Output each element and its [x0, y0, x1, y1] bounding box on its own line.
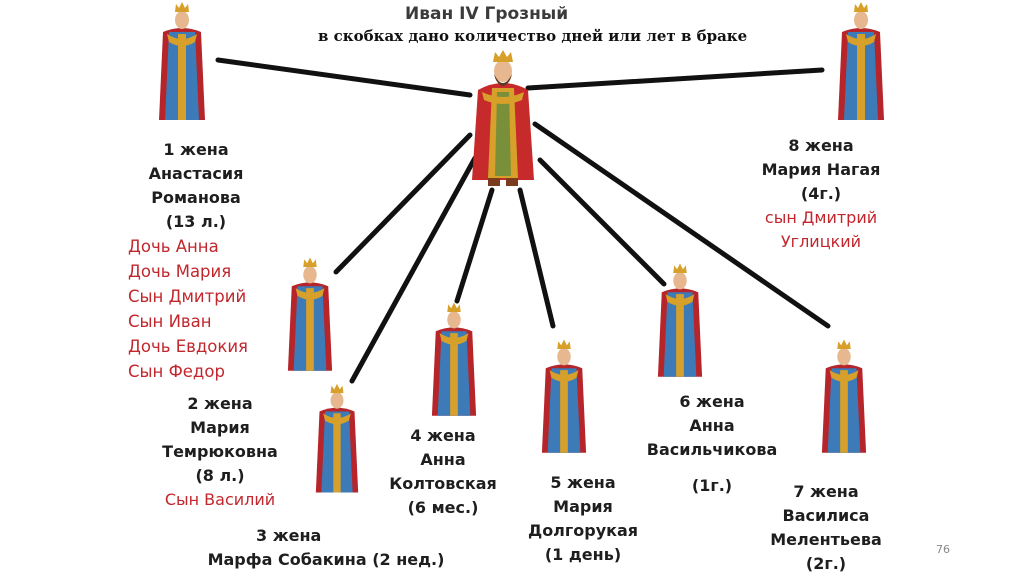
wife-8-label: 8 жена Мария Нагая (4г.) сын Дмитрий Угл… — [746, 134, 896, 254]
connector-wife-8 — [525, 67, 825, 91]
wife-1-line-1: 1 жена — [163, 140, 229, 159]
wife-4-line-4: (6 мес.) — [407, 498, 479, 517]
connector-wife-3 — [349, 155, 478, 384]
connector-wife-2 — [333, 132, 473, 275]
wife-5-figure — [541, 339, 587, 453]
child-item: Дочь Мария — [128, 262, 232, 281]
connector-wife-1 — [215, 57, 473, 98]
tsar-ivan-figure — [472, 50, 534, 186]
wife-4-figure — [431, 302, 477, 416]
wife-3-label: 3 жена Марфа Собакина (2 нед.) — [186, 524, 466, 572]
wife-8-line-2: Мария Нагая — [761, 160, 881, 179]
wife-1-figure — [159, 2, 205, 120]
wife-4-line-2: Анна — [420, 450, 466, 469]
wife-7-line-4: (2г.) — [805, 554, 847, 573]
wife-6-line-1: 6 жена — [679, 392, 745, 411]
wife-6-line-3: Васильчикова — [646, 440, 778, 459]
wife-3-line-2: Марфа Собакина (2 нед.) — [207, 550, 445, 569]
wife-1-children: Дочь Анна Дочь Мария Сын Дмитрий Сын Ива… — [128, 234, 248, 384]
child-item: Дочь Евдокия — [128, 337, 248, 356]
wife-2-label: 2 жена Мария Темрюковна (8 л.) Сын Васил… — [150, 392, 290, 512]
wife-2-child: Сын Василий — [164, 490, 276, 509]
wife-7-label: 7 жена Василиса Мелентьева (2г.) — [756, 480, 896, 576]
child-item: Дочь Анна — [128, 237, 219, 256]
wife-6-figure — [657, 263, 703, 377]
wife-5-label: 5 жена Мария Долгорукая (1 день) — [518, 471, 648, 567]
wife-1-line-3: Романова — [151, 188, 241, 207]
wife-7-line-2: Василиса — [782, 506, 870, 525]
wife-8-line-1: 8 жена — [788, 136, 854, 155]
wife-4-label: 4 жена Анна Колтовская (6 мес.) — [378, 424, 508, 520]
connector-wife-6 — [537, 157, 667, 287]
wife-8-line-3: (4г.) — [800, 184, 842, 203]
wife-5-line-2: Мария — [553, 497, 613, 516]
wife-7-figure — [821, 339, 867, 453]
wife-6-line-4: (1г.) — [691, 476, 733, 495]
wife-6-line-2: Анна — [689, 416, 735, 435]
wife-4-line-3: Колтовская — [389, 474, 497, 493]
page-subtitle: в скобках дано количество дней или лет в… — [318, 27, 748, 45]
wife-8-child-1: сын Дмитрий — [764, 208, 878, 227]
wife-1-line-4: (13 л.) — [165, 212, 227, 231]
wife-8-child-2: Углицкий — [780, 232, 862, 251]
child-item: Сын Иван — [128, 312, 212, 331]
wife-2-line-2: Мария — [190, 418, 250, 437]
page-number: 76 — [936, 543, 950, 556]
wife-2-line-4: (8 л.) — [195, 466, 245, 485]
wife-7-line-1: 7 жена — [793, 482, 859, 501]
wife-5-line-4: (1 день) — [544, 545, 622, 564]
page-title: Иван IV Грозный — [405, 4, 569, 24]
wife-3-figure — [315, 383, 359, 493]
wife-7-line-3: Мелентьева — [770, 530, 882, 549]
wife-3-line-1: 3 жена — [256, 526, 322, 545]
wife-6-label: 6 жена Анна Васильчикова (1г.) — [632, 390, 792, 498]
wife-8-figure — [838, 2, 884, 120]
wife-2-line-3: Темрюковна — [162, 442, 278, 461]
wife-1-line-2: Анастасия — [148, 164, 244, 183]
connector-wife-7 — [532, 121, 831, 329]
wife-2-line-1: 2 жена — [187, 394, 253, 413]
wife-1-label: 1 жена Анастасия Романова (13 л.) — [136, 138, 256, 234]
connector-wife-5 — [517, 187, 556, 329]
wife-5-line-3: Долгорукая — [527, 521, 639, 540]
wife-2-figure — [287, 257, 333, 371]
wife-5-line-1: 5 жена — [550, 473, 616, 492]
connector-wife-4 — [454, 187, 495, 304]
child-item: Сын Дмитрий — [128, 287, 247, 306]
wife-4-line-1: 4 жена — [410, 426, 476, 445]
child-item: Сын Федор — [128, 362, 225, 381]
